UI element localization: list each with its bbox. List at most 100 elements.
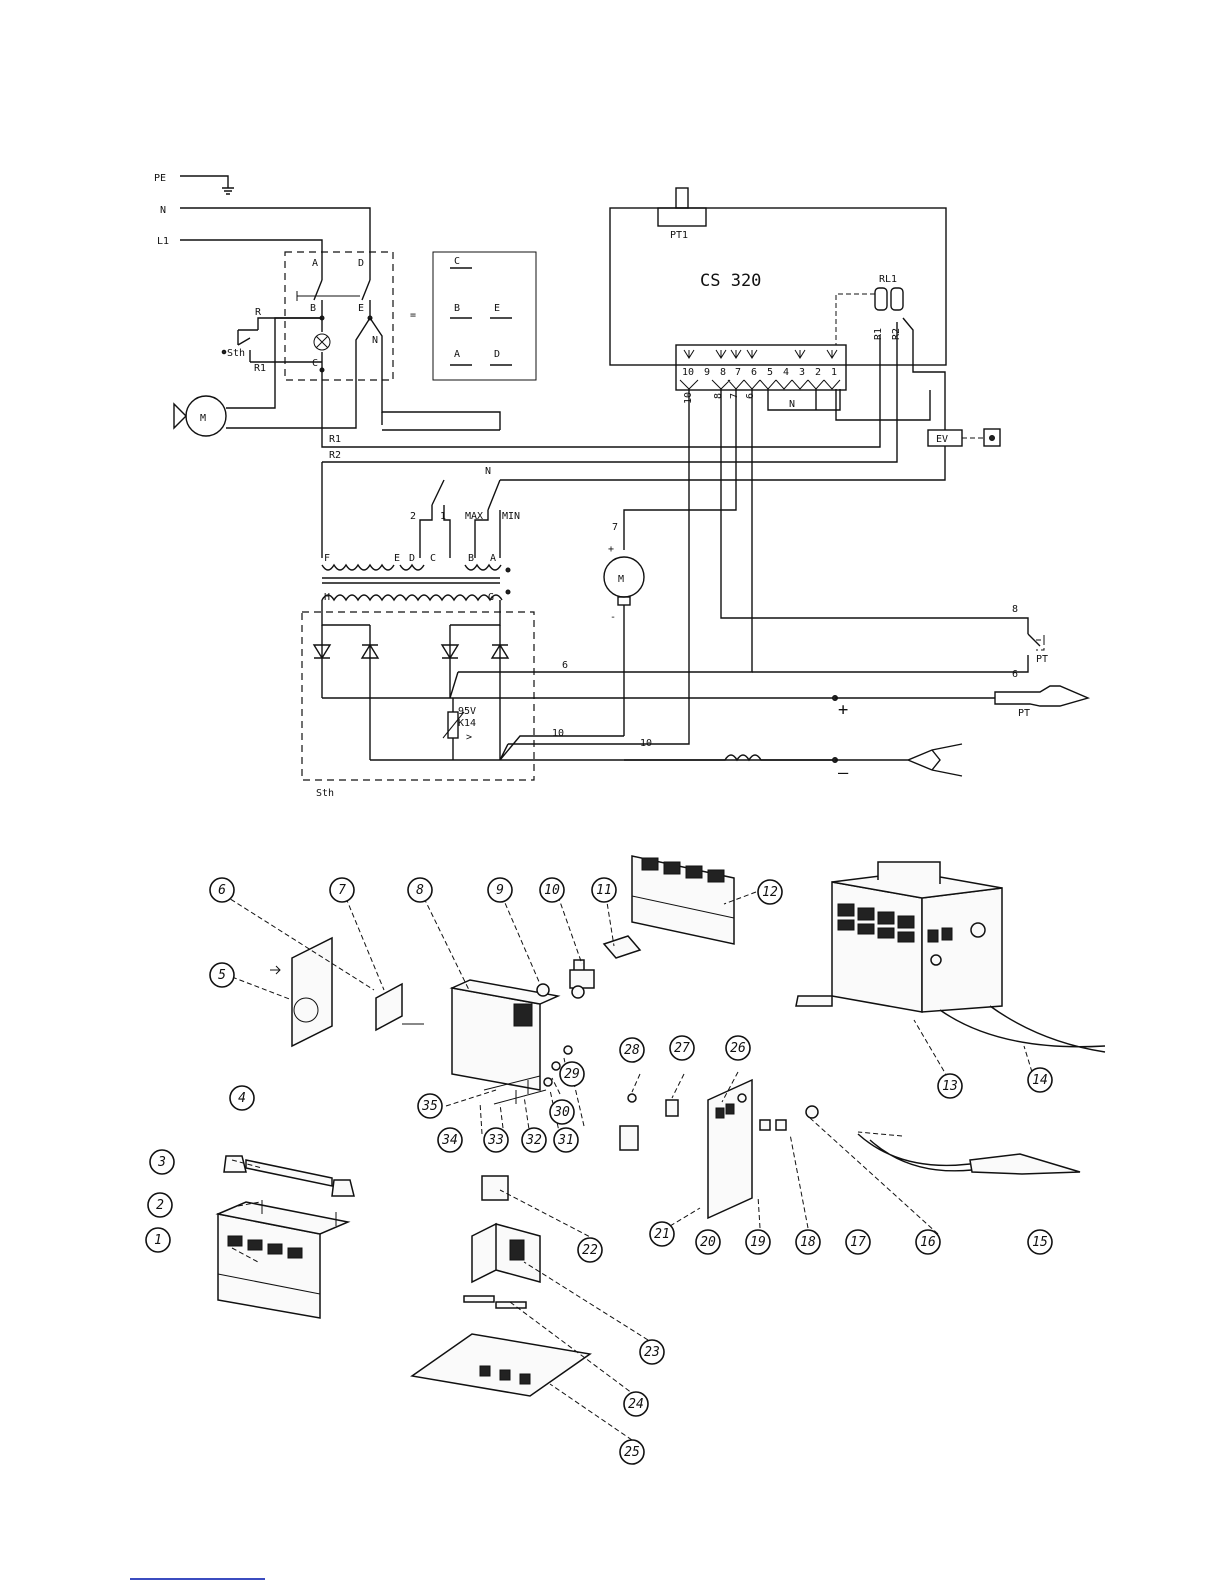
part-rectifier — [482, 1176, 508, 1200]
part-torch — [970, 1154, 1080, 1174]
callout-26: 26 — [730, 1041, 746, 1056]
relay-pin-r1: R1 — [873, 328, 884, 340]
sw-term-e: E — [358, 303, 364, 314]
tap-c: C — [430, 553, 436, 564]
pin-6: 6 — [751, 367, 757, 378]
callout-1: 1 — [154, 1233, 162, 1248]
callout-2: 2 — [156, 1198, 164, 1213]
sw-term-b: B — [310, 303, 316, 314]
motor-shaft — [618, 597, 630, 605]
neutral-bus — [382, 412, 500, 430]
pin-4: 4 — [783, 367, 789, 378]
wire-8-label: 8 — [713, 393, 724, 399]
key-a: A — [454, 349, 460, 360]
tap-e: E — [394, 553, 400, 564]
relay-contact-1 — [875, 288, 887, 310]
bus-r2: R2 — [329, 450, 341, 461]
callout-21: 21 — [654, 1227, 670, 1242]
key-e: E — [494, 303, 500, 314]
pot-label: PT1 — [670, 230, 688, 241]
callout-25: 25 — [624, 1445, 640, 1460]
part-bracket — [604, 936, 640, 958]
range-1: 1 — [440, 511, 446, 522]
relay-pin-r2: R2 — [891, 328, 902, 340]
callout-30: 30 — [553, 1105, 570, 1120]
part-handle-bar — [246, 1160, 332, 1186]
range-max: MAX — [465, 511, 483, 522]
wire-6 — [458, 389, 752, 672]
plate-switch-2 — [726, 1104, 734, 1114]
trigger-label: PT — [1036, 654, 1048, 665]
thermostat-r1: R1 — [254, 363, 266, 374]
pot-knob-icon[interactable] — [676, 188, 688, 208]
motor-minus: - — [610, 612, 616, 623]
sw-term-c: C — [312, 358, 318, 369]
fan-motor-label: M — [200, 413, 206, 424]
motor-plus: + — [608, 544, 614, 555]
part-small-nut — [628, 1094, 636, 1102]
callout-34: 34 — [441, 1133, 458, 1148]
pin-1: 1 — [831, 367, 837, 378]
part-gas-valve — [570, 960, 594, 988]
callout-10: 10 — [544, 883, 560, 898]
wire-7-motor: 7 — [612, 522, 618, 533]
relay-to-valve — [903, 318, 945, 430]
primary-winding — [322, 565, 501, 570]
output-plus: + — [838, 700, 848, 720]
part-transformer — [472, 1224, 540, 1282]
switch-key-box — [433, 252, 536, 380]
secondary-winding — [322, 595, 502, 600]
callout-17: 17 — [850, 1235, 866, 1250]
tap-n-label: N — [485, 466, 491, 477]
pin-3: 3 — [799, 367, 805, 378]
wiring-diagram: PE N L1 A B C D E N = C B E A D — [154, 173, 1088, 799]
wire-feed-motor-label: M — [618, 574, 624, 585]
callout-7: 7 — [338, 883, 346, 898]
gas-valve-label: EV — [936, 434, 948, 445]
torch-label: PT — [1018, 708, 1030, 719]
part-base-tray — [412, 1334, 590, 1396]
plate-switch-1 — [716, 1108, 724, 1118]
tap-b: B — [468, 553, 474, 564]
machine-switch-2 — [942, 928, 952, 940]
pin1-link — [836, 389, 930, 420]
callout-22: 22 — [582, 1243, 598, 1258]
wire-8-trigger: 8 — [1012, 604, 1018, 615]
wire-10-a: 10 — [552, 728, 564, 739]
tap-f: F — [324, 553, 330, 564]
output-bus — [322, 698, 835, 760]
valve-return — [500, 446, 945, 480]
controller-name: CS 320 — [700, 271, 761, 291]
part-small-switch — [666, 1100, 678, 1116]
machine-cables — [940, 1006, 1105, 1052]
pin-2: 2 — [815, 367, 821, 378]
pin-9: 9 — [704, 367, 710, 378]
switch-actuator — [297, 291, 360, 301]
key-d: D — [494, 349, 500, 360]
return-junction — [500, 736, 624, 760]
sth-dot — [222, 350, 226, 354]
terminal-pins: 10 9 8 7 6 5 4 3 2 1 — [682, 367, 837, 378]
sensor-rating: 95V — [458, 706, 476, 717]
callout-15: 15 — [1032, 1235, 1048, 1250]
main-switch-box — [285, 252, 393, 380]
callout-28: 28 — [624, 1043, 640, 1058]
tap-a: A — [490, 553, 496, 564]
sw-term-n: N — [372, 335, 378, 346]
key-b: B — [454, 303, 460, 314]
transformer-core — [322, 578, 500, 583]
valve-nut — [572, 986, 584, 998]
pin-7: 7 — [735, 367, 741, 378]
controller-board — [610, 208, 946, 365]
fastener-3 — [544, 1078, 552, 1086]
callout-5: 5 — [218, 968, 226, 983]
transformer-window — [510, 1240, 524, 1260]
earth-wire — [180, 176, 234, 194]
fan-wires — [226, 318, 356, 428]
lamp-cross — [316, 336, 328, 348]
callout-13: 13 — [942, 1079, 958, 1094]
pin-8: 8 — [720, 367, 726, 378]
back-plate-cutout — [514, 1004, 532, 1026]
